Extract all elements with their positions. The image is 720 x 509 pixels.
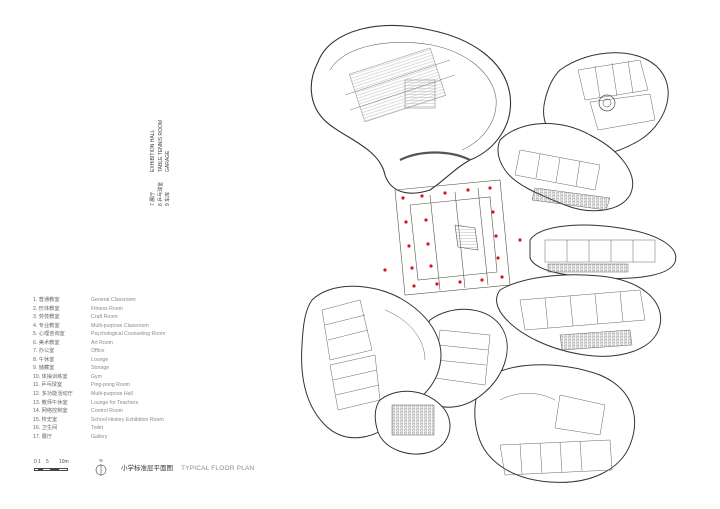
building-outline-north — [310, 24, 512, 194]
building-outline-north-inner — [329, 42, 497, 151]
structural-columns — [383, 186, 522, 288]
wing-east-upper — [497, 123, 634, 212]
wing-southeast — [474, 364, 636, 483]
atrium-grid — [394, 179, 511, 296]
scale-bar-graphic — [34, 468, 68, 471]
north-arrow: N — [95, 458, 107, 478]
scale-bar: 0 1 5 10m — [34, 459, 74, 477]
north-arrow-icon — [95, 464, 107, 476]
